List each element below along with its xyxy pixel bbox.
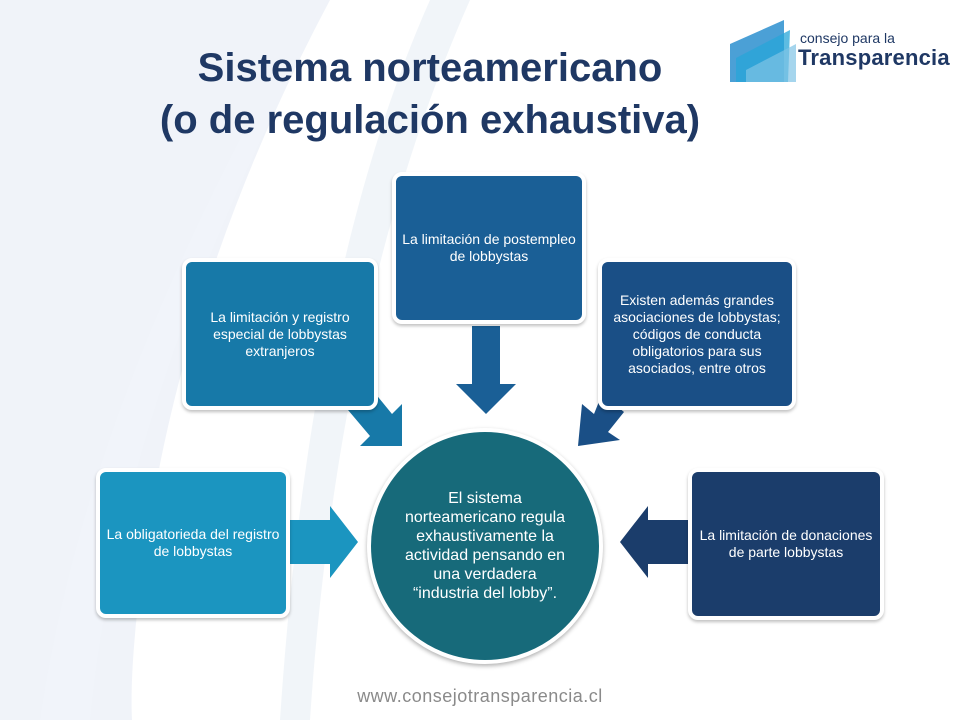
box-extranjeros: La limitación y registro especial de lob… [182,258,378,410]
arrow-down-icon [456,326,516,414]
center-circle: El sistema norteamericano regula exhaust… [367,428,603,664]
box-donaciones: La limitación de donaciones de parte lob… [688,468,884,620]
box-extranjeros-text: La limitación y registro especial de lob… [210,308,350,359]
logo-small-text: consejo para la [800,30,895,46]
box-donaciones-text: La limitación de donaciones de parte lob… [699,527,873,560]
box-postempleo: La limitación de postempleo de lobbystas [392,172,586,324]
box-registro: La obligatorieda del registro de lobbyst… [96,468,290,618]
center-circle-text: El sistema norteamericano regula exhaust… [404,490,566,602]
box-registro-text: La obligatorieda del registro de lobbyst… [106,526,280,559]
logo-icon [730,20,796,82]
logo-big-text: Transparencia [798,45,950,70]
box-asociaciones-text: Existen además grandes asociaciones de l… [613,291,781,376]
arrow-right-icon [288,506,358,578]
page-title-line1: Sistema norteamericano [197,46,663,90]
footer-url: www.consejotransparencia.cl [357,686,603,706]
box-postempleo-text: La limitación de postempleo de lobbystas [402,231,576,264]
page-title-line2: (o de regulación exhaustiva) [159,98,701,142]
arrow-left-icon [620,506,690,578]
box-asociaciones: Existen además grandes asociaciones de l… [598,258,796,410]
